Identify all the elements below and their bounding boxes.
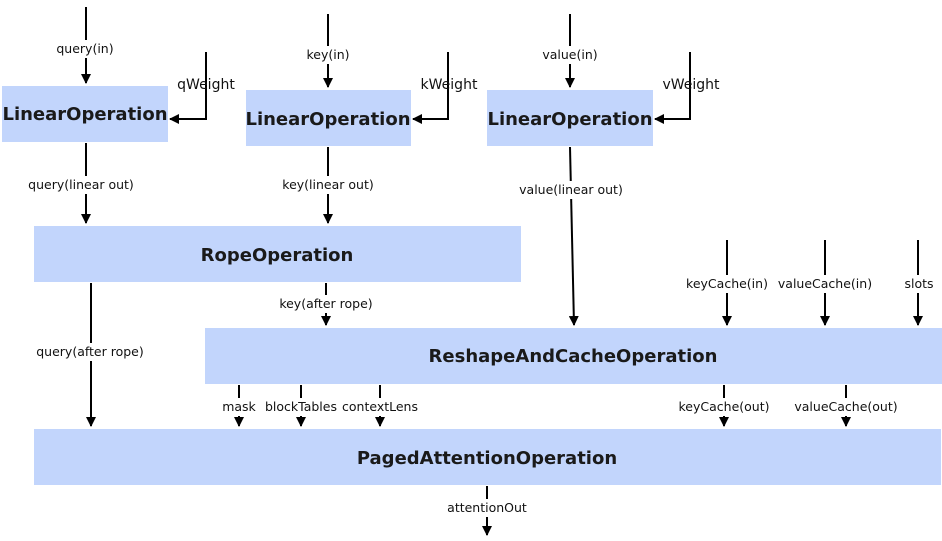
edge-mask-label: mask (222, 399, 256, 414)
edge-block-tables-label: blockTables (265, 399, 337, 414)
edge-value-cache-in: valueCache(in) (776, 240, 874, 326)
edge-k-weight: kWeight (412, 52, 478, 124)
edge-mask: mask (219, 385, 259, 427)
node-reshape-and-cache: ReshapeAndCacheOperation (205, 328, 942, 384)
edge-key-in: key(in) (302, 14, 356, 88)
edge-query-linear-out-label: query(linear out) (28, 177, 134, 192)
edge-context-lens: contextLens (341, 385, 419, 427)
edge-value-in: value(in) (538, 14, 602, 88)
edge-k-weight-label: kWeight (421, 77, 478, 93)
edge-value-linear-out: value(linear out) (516, 146, 626, 326)
edge-value-linear-out-label: value(linear out) (519, 182, 623, 197)
edge-q-weight-label: qWeight (177, 77, 235, 93)
edge-context-lens-label: contextLens (342, 399, 418, 414)
edge-key-linear-out-label: key(linear out) (282, 177, 373, 192)
edge-v-weight: vWeight (654, 52, 720, 124)
edge-key-cache-out: keyCache(out) (677, 385, 771, 427)
edge-key-linear-out: key(linear out) (280, 147, 376, 224)
edge-query-in: query(in) (52, 7, 118, 84)
edge-key-after-rope: key(after rope) (276, 283, 376, 326)
edge-value-cache-in-label: valueCache(in) (778, 276, 872, 291)
edge-key-after-rope-label: key(after rope) (279, 296, 372, 311)
edge-attention-out: attentionOut (444, 486, 530, 536)
edge-query-after-rope-label: query(after rope) (36, 344, 144, 359)
edge-query-in-label: query(in) (56, 41, 113, 56)
edge-value-cache-out-label: valueCache(out) (794, 399, 897, 414)
node-paged-attention-label: PagedAttentionOperation (357, 448, 617, 469)
node-rope-label: RopeOperation (201, 245, 354, 266)
node-linear-v: LinearOperation (487, 90, 653, 146)
node-reshape-and-cache-label: ReshapeAndCacheOperation (429, 346, 718, 367)
node-rope: RopeOperation (34, 226, 521, 282)
node-linear-q: LinearOperation (2, 86, 168, 142)
edge-attention-out-label: attentionOut (447, 500, 527, 515)
edge-key-cache-out-label: keyCache(out) (679, 399, 770, 414)
edge-key-in-label: key(in) (306, 47, 349, 62)
edge-slots: slots (902, 240, 936, 326)
edge-q-weight: qWeight (169, 52, 235, 124)
node-paged-attention: PagedAttentionOperation (34, 429, 941, 485)
edge-v-weight-label: vWeight (662, 77, 720, 93)
edge-slots-label: slots (904, 276, 933, 291)
node-linear-q-label: LinearOperation (2, 104, 167, 125)
edge-value-cache-out: valueCache(out) (791, 385, 901, 427)
edge-block-tables: blockTables (263, 385, 339, 427)
edge-key-cache-in-label: keyCache(in) (686, 276, 768, 291)
edge-query-linear-out: query(linear out) (22, 143, 140, 224)
edge-key-cache-in: keyCache(in) (685, 240, 769, 326)
node-linear-k-label: LinearOperation (245, 109, 410, 130)
edge-value-in-label: value(in) (542, 47, 597, 62)
edge-query-after-rope: query(after rope) (34, 283, 148, 427)
node-linear-v-label: LinearOperation (487, 109, 652, 130)
node-linear-k: LinearOperation (245, 90, 411, 146)
